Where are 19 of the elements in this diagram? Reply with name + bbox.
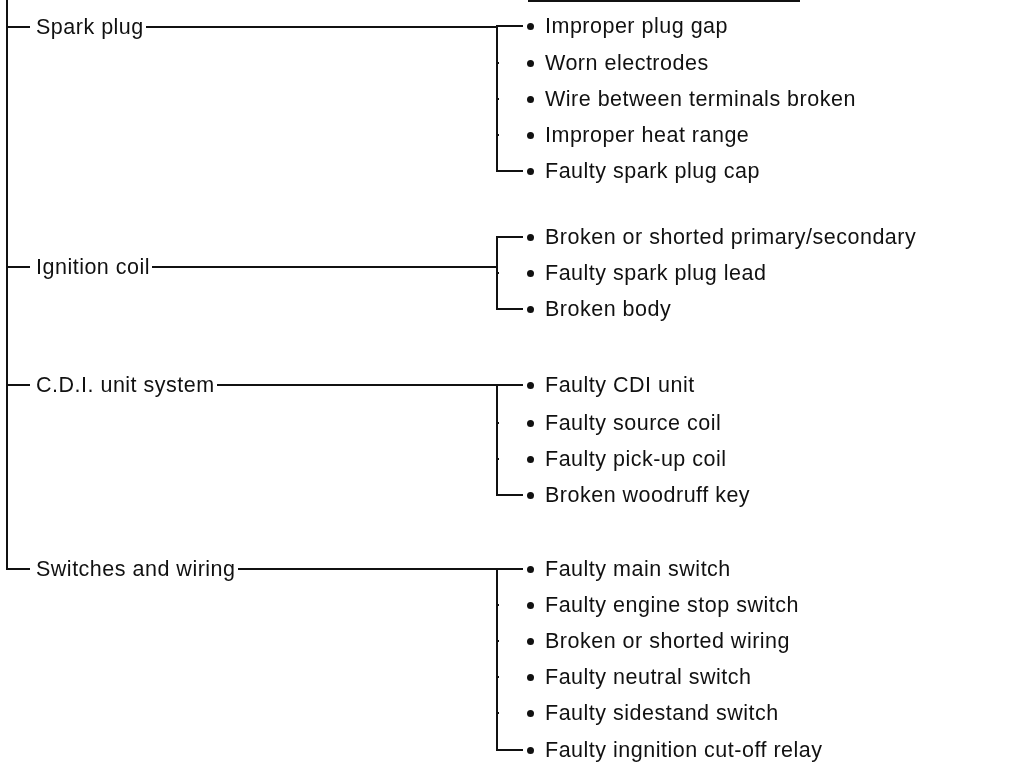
cause-item: Faulty source coil (499, 409, 722, 437)
cause-item: Faulty sidestand switch (499, 699, 779, 727)
cause-item: Broken body (499, 295, 672, 323)
cause-item: Worn electrodes (499, 49, 709, 77)
cause-item: Faulty spark plug cap (499, 157, 760, 185)
cause-item: Faulty pick-up coil (499, 445, 727, 473)
cause-item: Faulty main switch (499, 555, 731, 583)
cause-item: Faulty ingnition cut-off relay (499, 736, 823, 764)
cause-item: Faulty spark plug lead (499, 259, 767, 287)
cause-item: Broken or shorted wiring (499, 627, 791, 655)
tree-connector (6, 0, 31, 570)
cause-item: Faulty engine stop switch (499, 591, 799, 619)
cause-item: Broken or shorted primary/secondary (499, 223, 917, 251)
cause-item: Wire between terminals broken (499, 85, 856, 113)
cause-item: Broken woodruff key (499, 481, 751, 509)
cause-item: Improper heat range (499, 121, 750, 149)
cause-item: Improper plug gap (499, 12, 728, 40)
cause-item: Faulty CDI unit (499, 371, 695, 399)
cause-item: Faulty neutral switch (499, 663, 752, 691)
